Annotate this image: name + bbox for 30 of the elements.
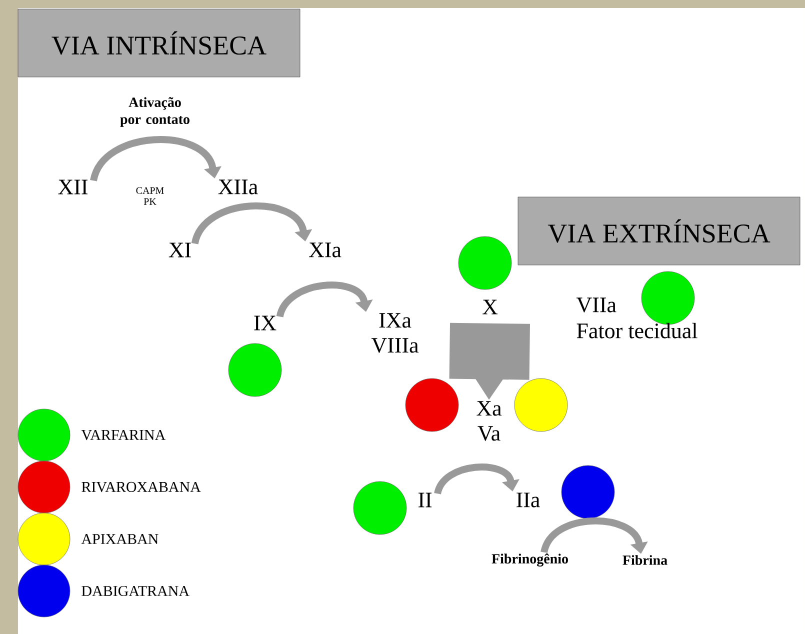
legend-label: APIXABAN bbox=[81, 534, 158, 544]
factor-label: IIa bbox=[516, 492, 540, 508]
factor-label: XII bbox=[58, 180, 88, 194]
factor-label: XIIa bbox=[218, 180, 258, 194]
factor-label: XI bbox=[168, 242, 191, 258]
header-box: VIA INTRÍNSECA bbox=[18, 8, 300, 78]
substance-label: Fibrina bbox=[622, 555, 668, 565]
inhibitor-circle bbox=[228, 343, 282, 397]
legend-label: DABIGATRANA bbox=[82, 586, 190, 596]
inhibitor-circle bbox=[405, 378, 459, 432]
inhibitor-circle bbox=[458, 236, 512, 290]
inhibitor-circle bbox=[561, 465, 615, 519]
inhibitor-circle bbox=[353, 481, 407, 535]
edge-label: CAPM PK bbox=[136, 187, 164, 205]
factor-label: IXa VIIIa bbox=[371, 313, 419, 353]
factor-label: II bbox=[418, 492, 432, 508]
curved-arrow bbox=[192, 202, 312, 245]
factor-label: X bbox=[482, 300, 498, 314]
factor-label: Xa Va bbox=[476, 401, 502, 441]
factor-label: VIIa Fator tecidual bbox=[576, 298, 698, 338]
legend-label: RIVAROXABANA bbox=[82, 482, 201, 492]
factor-label: XIa bbox=[309, 242, 342, 258]
legend-label: VARFARINA bbox=[81, 430, 166, 440]
annotation: Ativação por contato bbox=[120, 97, 190, 127]
factor-label: IX bbox=[254, 316, 276, 330]
inhibitor-circle bbox=[514, 378, 568, 432]
curved-arrow bbox=[90, 136, 222, 182]
substance-label: Fibrinogênio bbox=[492, 554, 568, 566]
curved-arrow bbox=[276, 282, 373, 318]
header-box: VIA EXTRÍNSECA bbox=[518, 196, 800, 266]
